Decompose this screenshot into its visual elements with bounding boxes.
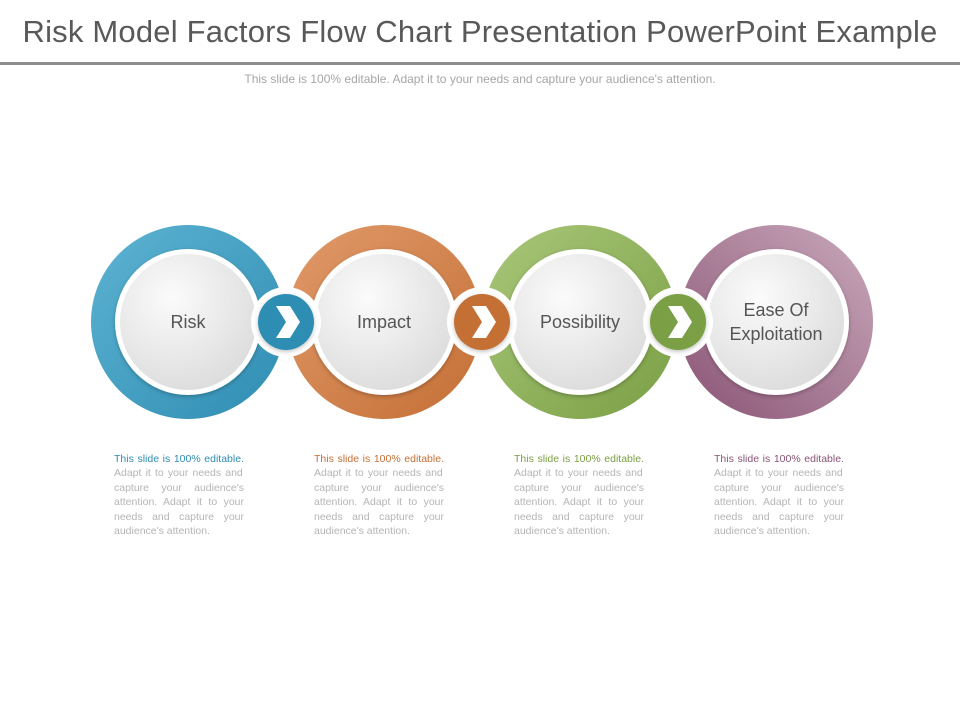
step-description-text: Adapt it to your needs and capture your … (514, 467, 644, 538)
title-divider (0, 62, 960, 65)
step-label-4: Exploitation (729, 324, 822, 344)
chevron-right-icon (643, 287, 713, 357)
step-description-1: This slide is 100% editable. Adapt it to… (114, 452, 244, 538)
page-subtitle: This slide is 100% editable. Adapt it to… (244, 72, 716, 86)
step-description-highlight: This slide is 100% editable. (514, 453, 644, 465)
step-description-4: This slide is 100% editable. Adapt it to… (714, 452, 844, 538)
step-circle-2 (316, 254, 452, 390)
step-label-3: Possibility (540, 312, 620, 332)
step-label-2: Impact (357, 312, 411, 332)
step-description-text: Adapt it to your needs and capture your … (314, 467, 444, 538)
step-label-4: Ease Of (743, 300, 809, 320)
step-description-3: This slide is 100% editable. Adapt it to… (514, 452, 644, 538)
chevron-right-icon (251, 287, 321, 357)
step-circle-4 (708, 254, 844, 390)
step-description-highlight: This slide is 100% editable. (114, 453, 244, 465)
step-description-2: This slide is 100% editable. Adapt it to… (314, 452, 444, 538)
step-circle-1 (120, 254, 256, 390)
step-circle-3 (512, 254, 648, 390)
chevron-right-icon (447, 287, 517, 357)
step-description-text: Adapt it to your needs and capture your … (714, 467, 844, 538)
step-description-text: Adapt it to your needs and capture your … (114, 467, 244, 538)
step-description-highlight: This slide is 100% editable. (314, 453, 444, 465)
page-title: Risk Model Factors Flow Chart Presentati… (22, 14, 938, 49)
step-description-highlight: This slide is 100% editable. (714, 453, 844, 465)
step-label-1: Risk (171, 312, 207, 332)
